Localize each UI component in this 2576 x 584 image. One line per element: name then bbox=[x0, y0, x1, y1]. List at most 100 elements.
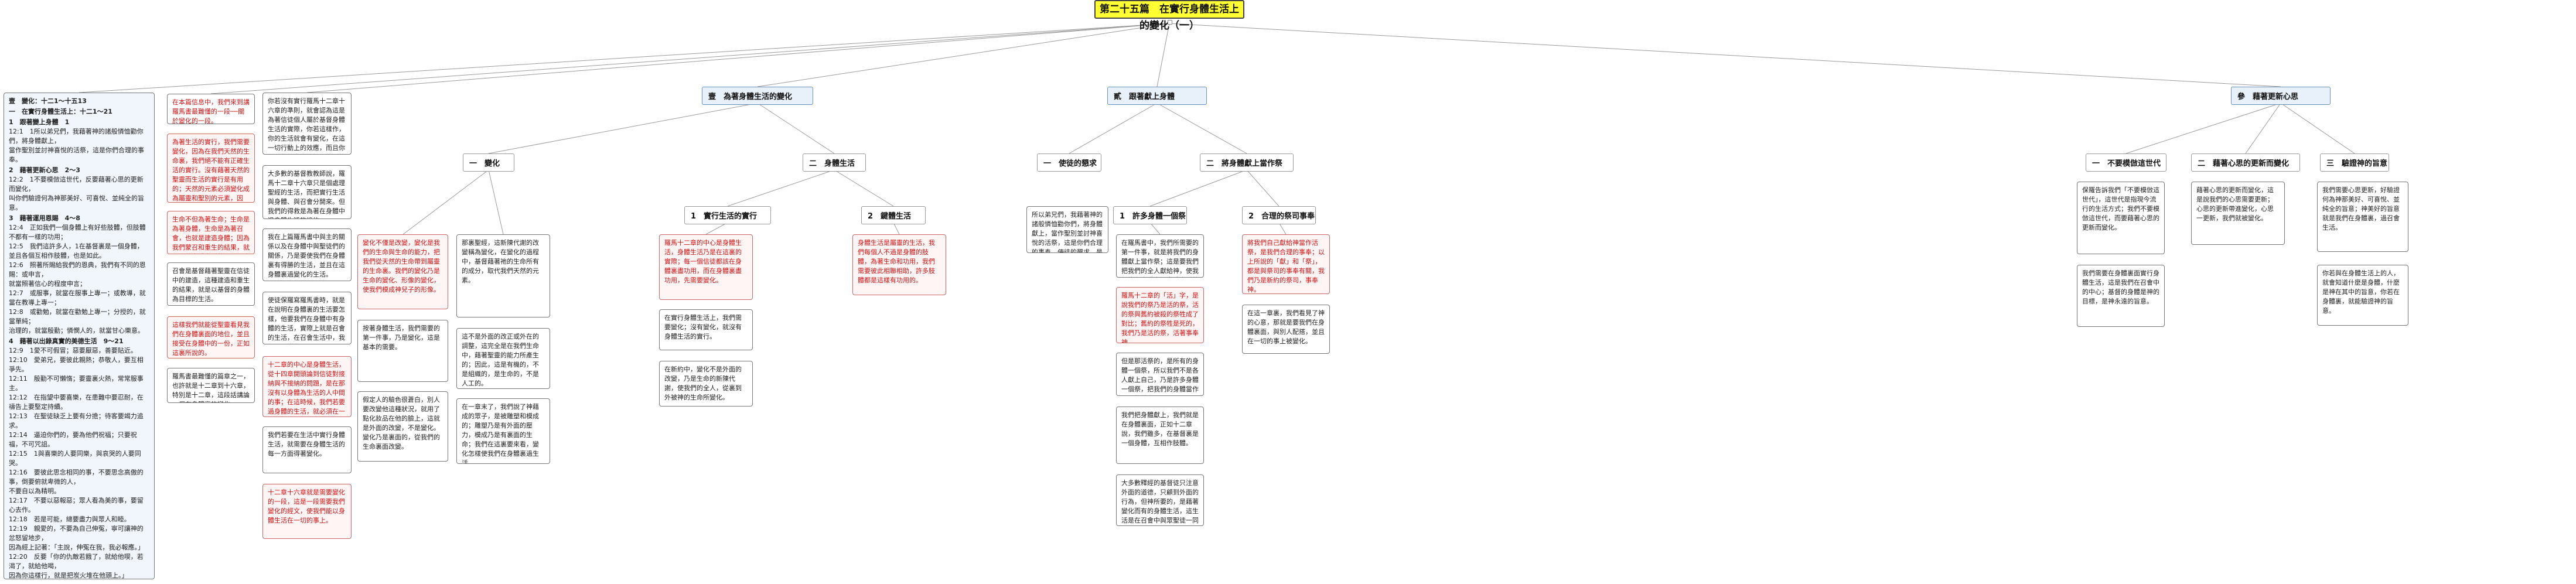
outline-line: 就當照著信心的程度申言； bbox=[9, 280, 86, 288]
note-text: 你若與在身體生活上的人，就會知道什麼是身體，什麼是神在其中的旨意，你若在身體裏，… bbox=[2322, 269, 2400, 315]
branch-present-body[interactable]: 貳 跟著獻上身體 bbox=[1107, 87, 1207, 105]
connector bbox=[1169, 23, 2281, 87]
note-text: 在本篇信息中，我們來到講羅馬書最難懂的一段──關於變化的一段。 bbox=[172, 98, 250, 124]
note-if-practice: 你若沒有實行羅馬十二章十六章的準則，就會認為這是為著信徒個人屬於基督身體生活的實… bbox=[262, 93, 352, 155]
outline-line: 一 在實行身體生活上：十二1～21 bbox=[9, 108, 112, 115]
sub-body-life[interactable]: 二 身體生活 bbox=[803, 153, 866, 172]
sub-reasonable-service[interactable]: 2 合理的祭司事奉 bbox=[1242, 206, 1316, 224]
connector bbox=[727, 169, 835, 207]
outline-line: 12:13 在聖徒缺乏上要有分擔；待客要竭力追求。 bbox=[9, 412, 144, 429]
note-text: 將我們自己獻給神當作活祭，是我們合理的事奉；以上所說的「獻」和「祭」，都是與祭司… bbox=[1247, 239, 1325, 293]
note-church-building: 召會是基督藉著聖靈在信徒中的建造，這種建造和重生的結果，就是以基督的身體為目標的… bbox=[167, 262, 255, 306]
outline-line: 12:15 1與喜樂的人要同樂，與哀哭的人要同哭。 bbox=[9, 450, 141, 467]
note-text: 在實行身體生活上，我們需要變化；沒有變化，就沒有身體生活的實行。 bbox=[664, 314, 742, 340]
note-center-body-life: 十二章的中心是身體生活，從十四章開頭論到信徒對接納與不接納的問題，是在那沒有以身… bbox=[262, 356, 352, 417]
note-intro: 在本篇信息中，我們來到講羅馬書最難懂的一段──關於變化的一段。 bbox=[167, 94, 255, 124]
note-previous-chapter: 我在上篇羅馬書中與主的關係以及在身體中與聖徒們的關係，乃是要使我們在身體裏有得勝… bbox=[262, 228, 352, 281]
connector bbox=[2245, 103, 2281, 154]
note-position-in-body: 這樣我們就能從聖靈看見我們在身體裏面的地位，並且接受在身體中的一份，正如這裏所說… bbox=[167, 316, 255, 358]
connector bbox=[893, 222, 900, 235]
note-need-first: 按著身體生活，我們需要的第一件事，乃是變化，這是基本的需要。 bbox=[357, 320, 448, 382]
outline-line: 12:2 1不要模倣這世代，反要藉著心思的更新而變化， bbox=[9, 176, 144, 193]
note-most-teachers: 大多數的基督教教師說，羅馬十二章十六章只是個處理聖經的生活，而把實行生活與身體、… bbox=[262, 165, 352, 219]
note-one-sacrifice: 但是那活祭的，是所有的身體一個祭，所以我們不是各人獻上自己，乃是許多身體一個祭，… bbox=[1116, 353, 1204, 396]
page-title: 第二十五篇 在實行身體生活上的變化（一） bbox=[1094, 0, 1244, 32]
note-practical: 大多數釋經的基督徒只注意外面的道德，只顧到外面的行為，但神所要的，是藉著變化而有… bbox=[1116, 474, 1204, 526]
note-metabolism-2: 在新約中，變化不是外面的改變，乃是生命的新陳代謝，使我們的全人，從裏到外被神的生… bbox=[659, 361, 753, 407]
note-apostle-plea: 所以弟兄們，我藉著神的諸般憐恤勸你們，將身體獻上，當作聖別並討神喜悅的活祭，這是… bbox=[1026, 206, 1108, 253]
note-chapters-need-transform: 十二章十六章就是需要變化的一段，這是一段需要我們變化的經文，使我們能以身體生活在… bbox=[262, 484, 352, 539]
note-text: 我們需要在身體裏面實行身體生活，這是我們在召會中的中心；基督的身體是神的目標，是… bbox=[2082, 269, 2159, 305]
note-text: 我們把身體獻上，我們就是在身體裏面，正如十二章說，我們雖多，在基督裏是一個身體，… bbox=[1121, 411, 1199, 447]
note-text: 我們若要在生活中實行身體生活，就需要在身體生活的每一方面得著變化。 bbox=[268, 431, 345, 457]
note-text: 這樣我們就能從聖靈看見我們在身體裏面的地位，並且接受在身體中的一份，正如這裏所說… bbox=[172, 321, 250, 357]
outline-line: 叫你們驗證何為神那美好、可喜悅、並純全的旨意。 bbox=[9, 194, 144, 211]
connector bbox=[1278, 222, 1287, 235]
note-text: 保羅告訴我們「不要模倣這世代」，這世代是指現今流行的生活方式；我們不要模倣這世代… bbox=[2082, 186, 2159, 231]
sub-key-body-life[interactable]: 2 鍵體生活 bbox=[861, 206, 926, 224]
note-text: 在這一章裏，我們看見了神的心意，那就是要我們在身體裏面，與別人配搭，並且在一切的… bbox=[1247, 309, 1325, 345]
root-collapse-handle[interactable] bbox=[1168, 20, 1172, 25]
note-text: 羅馬十二章的中心是身體生活，身體生活乃是在這裏的實際；每一個信徒都該在身體裏盡功… bbox=[664, 239, 742, 284]
connector bbox=[1246, 169, 1280, 207]
connector bbox=[2125, 103, 2281, 154]
branch-renew-mind[interactable]: 參 藉著更新心思 bbox=[2231, 87, 2331, 105]
outline-line: 不要自以為精明。 bbox=[9, 487, 60, 495]
note-text: 那裏聖經，這新陳代謝的改變稱為變化，在變化的過程中，基督藉著祂的生命所有的成分，… bbox=[462, 239, 539, 284]
outline-line: 12:16 要彼此思念相同的事，不要思念高傲的事，倒要俯就卑微的人， bbox=[9, 469, 144, 486]
outline-line: 12:7 或服事，就當在服事上專一；或教導，就當在教導上專一； bbox=[9, 289, 146, 306]
note-text: 召會是基督藉著聖靈在信徒中的建造，這種建造和重生的結果，就是以基督的身體為目標的… bbox=[172, 267, 250, 303]
outline-line: 12:4 正如我們一個身體上有好些肢體，但肢體不都有一樣的功用； bbox=[9, 224, 146, 241]
note-reasonable: 將我們自己獻給神當作活祭，是我們合理的事奉；以上所說的「獻」和「祭」，都是與祭司… bbox=[1242, 234, 1330, 294]
note-spiritual-life: 身體生活是屬靈的生活，我們每個人不過是身體的肢體，為著生命和功用，我們需要彼此相… bbox=[852, 234, 946, 295]
outline-line: 因為經上記著：「主說，伸冤在我，我必報應。」 bbox=[9, 544, 144, 551]
outline-line: 12:10 愛弟兄，要彼此親熱；恭敬人，要互相爭先。 bbox=[9, 356, 144, 373]
outline-header: 壹 變化：十二1～十五13 bbox=[9, 97, 87, 105]
sub-renewed-mind[interactable]: 二 藉著心思的更新而變化 bbox=[2191, 153, 2300, 172]
sub-prove-will[interactable]: 三 驗證神的旨意 bbox=[2320, 153, 2389, 172]
sub-practice-life[interactable]: 1 實行生活的實行 bbox=[684, 206, 771, 224]
note-mind-renewal: 藉著心思的更新而變化，這是說我們的心思需要更新；心思的更新帶進變化，心思一更新，… bbox=[2191, 182, 2285, 245]
connector bbox=[1149, 222, 1161, 235]
outline-line: 12:14 逼迫你們的，要為他們祝福；只要祝福，不可咒詛。 bbox=[9, 431, 137, 448]
outline-line: 12:20 反要「你的仇敵若餓了，就給他喫，若渴了，就給他喝， bbox=[9, 553, 144, 570]
note-text: 在一章末了，我們說了神藉成的眾子，是被雕塑和模成的；雕塑乃是有外面的壓力，模成乃… bbox=[462, 403, 539, 464]
connector bbox=[210, 23, 1170, 94]
note-need-practice: 在實行身體生活上，我們需要變化；沒有變化，就沒有身體生活的實行。 bbox=[659, 309, 753, 350]
note-body-center: 我們需要在身體裏面實行身體生活，這是我們在召會中的中心；基督的身體是神的目標，是… bbox=[2077, 265, 2165, 327]
note-text: 你若沒有實行羅馬十二章十六章的準則，就會認為這是為著信徒個人屬於基督身體生活的實… bbox=[268, 97, 345, 154]
sub-many-bodies-one-sacrifice[interactable]: 1 許多身體一個祭 bbox=[1113, 206, 1187, 224]
sub-present-as-sacrifice[interactable]: 二 將身體獻上當作祭 bbox=[1200, 153, 1294, 172]
connector bbox=[757, 23, 1170, 87]
note-text: 藉著心思的更新而變化，這是說我們的心思需要更新；心思的更新帶進變化，心思一更新，… bbox=[2196, 186, 2274, 222]
connector bbox=[1156, 103, 1247, 154]
note-life-for-body: 生命不但為著生命；生命是為著身體，生命是為著召會，也就是建造身體；因為我們蒙召和… bbox=[167, 211, 255, 254]
outline-line: 12:12 在指望中要喜樂，在患難中要忍耐，在禱告上要堅定持續。 bbox=[9, 394, 144, 411]
note-text: 假定人的驗色很蒼白，別人要改變他這種狀況，就用了點化妝品在他的臉上，這就是外面的… bbox=[363, 396, 440, 450]
note-text: 但是那活祭的，是所有的身體一個祭，所以我們不是各人獻上自己，乃是許多身體一個祭，… bbox=[1121, 357, 1199, 395]
outline-line: 12:1 1所以弟兄們，我藉著神的諸般憐恤勸你們，將身體獻上， bbox=[9, 128, 144, 145]
branch-body-life-transform[interactable]: 壹 為著身體生活的變化 bbox=[702, 87, 813, 105]
note-text: 十二章的中心是身體生活，從十四章開頭論到信徒對接納與不接納的問題，是在那沒有以身… bbox=[268, 361, 345, 415]
note-this-age: 保羅告訴我們「不要模倣這世代」，這世代是指現今流行的生活方式；我們不要模倣這世代… bbox=[2077, 182, 2165, 254]
sub-apostle-plea[interactable]: 一 使徒的懇求 bbox=[1037, 153, 1101, 172]
note-text: 所以弟兄們，我藉著神的諸般憐恤勸你們，將身體獻上，當作聖別並討神喜悅的活祭，這是… bbox=[1032, 211, 1103, 253]
note-text: 身體生活是屬靈的生活，我們每個人不過是身體的肢體，為著生命和功用，我們需要彼此相… bbox=[858, 239, 935, 284]
sub-not-conform[interactable]: 一 不要模倣這世代 bbox=[2086, 153, 2166, 172]
sub-transform[interactable]: 一 變化 bbox=[463, 153, 514, 172]
outline-line: 12:8 或勸勉，就當在勸勉上專一；分授的，就當單純； bbox=[9, 308, 146, 325]
note-text: 為著生活的實行，我們需要變化，因為在我們天然的生命裏，我們絕不能有正確生活的實行… bbox=[172, 138, 250, 202]
note-text: 變化不僅是改變，變化是我們的生命與生命的能力，把我們從天然的生命帶到屬靈的生命裏… bbox=[363, 239, 440, 293]
connector bbox=[1149, 169, 1247, 207]
connector bbox=[488, 103, 758, 154]
note-text: 按著身體生活，我們需要的第一件事，乃是變化，這是基本的需要。 bbox=[363, 325, 440, 351]
note-priestly-service: 我們把身體獻上，我們就是在身體裏面，正如十二章說，我們雖多，在基督裏是一個身體，… bbox=[1116, 407, 1204, 464]
outline-line: 12:6 照著所賜給我們的恩典，我們有不同的恩賜：或申言， bbox=[9, 261, 146, 278]
connector bbox=[834, 169, 894, 207]
note-makeup: 假定人的驗色很蒼白，別人要改變他這種狀況，就用了點化妝品在他的臉上，這就是外面的… bbox=[357, 391, 448, 462]
note-present-first: 在羅馬書中，我們所需要的第一件事，就是將我們的身體獻上當作祭；這是要我們把我們的… bbox=[1116, 234, 1204, 278]
outline-line: 因為你這樣行，就是把炭火堆在他頭上。」 bbox=[9, 572, 128, 579]
note-metabolism: 那裏聖經，這新陳代謝的改變稱為變化，在變化的過程中，基督藉著祂的生命所有的成分，… bbox=[456, 234, 550, 317]
